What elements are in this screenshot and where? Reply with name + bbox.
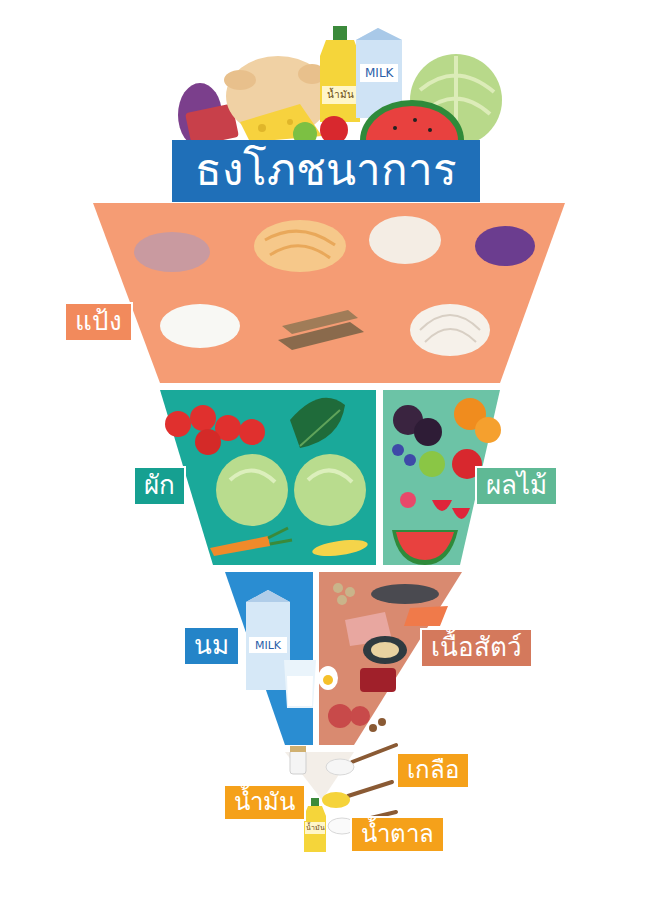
category-label: เกลือ (407, 755, 459, 786)
carton-label: MILK (365, 67, 393, 79)
food-pile (178, 26, 502, 147)
category-tag: แป้ง (64, 302, 133, 342)
starch-foods (134, 216, 535, 356)
category-label: น้ำมัน (234, 787, 295, 818)
category-tag: น้ำตาล (350, 816, 445, 853)
category-label: ผัก (144, 469, 175, 503)
category-label: เนื้อสัตว์ (431, 631, 522, 665)
title-text: ธงโภชนาการ (195, 140, 457, 200)
starch-band (93, 203, 565, 383)
vegetable-band (160, 390, 376, 565)
category-label: น้ำตาล (361, 819, 434, 850)
category-tag: เนื้อสัตว์ (420, 628, 533, 668)
milk-foods (246, 590, 316, 708)
category-tag: น้ำมัน (223, 784, 306, 821)
title-banner: ธงโภชนาการ (172, 140, 480, 202)
bottle-label: น้ำมัน (306, 825, 325, 832)
category-tag: ผัก (133, 466, 186, 506)
category-label: นม (194, 629, 229, 663)
category-label: แป้ง (75, 305, 122, 339)
category-tag: ผลไม้ (475, 466, 558, 506)
bottle-label: น้ำมัน (327, 90, 354, 100)
vegetable-foods (165, 398, 369, 559)
category-tag: นม (183, 626, 240, 666)
category-tag: เกลือ (396, 752, 470, 789)
category-label: ผลไม้ (486, 469, 547, 503)
carton-label: MILK (255, 640, 281, 651)
